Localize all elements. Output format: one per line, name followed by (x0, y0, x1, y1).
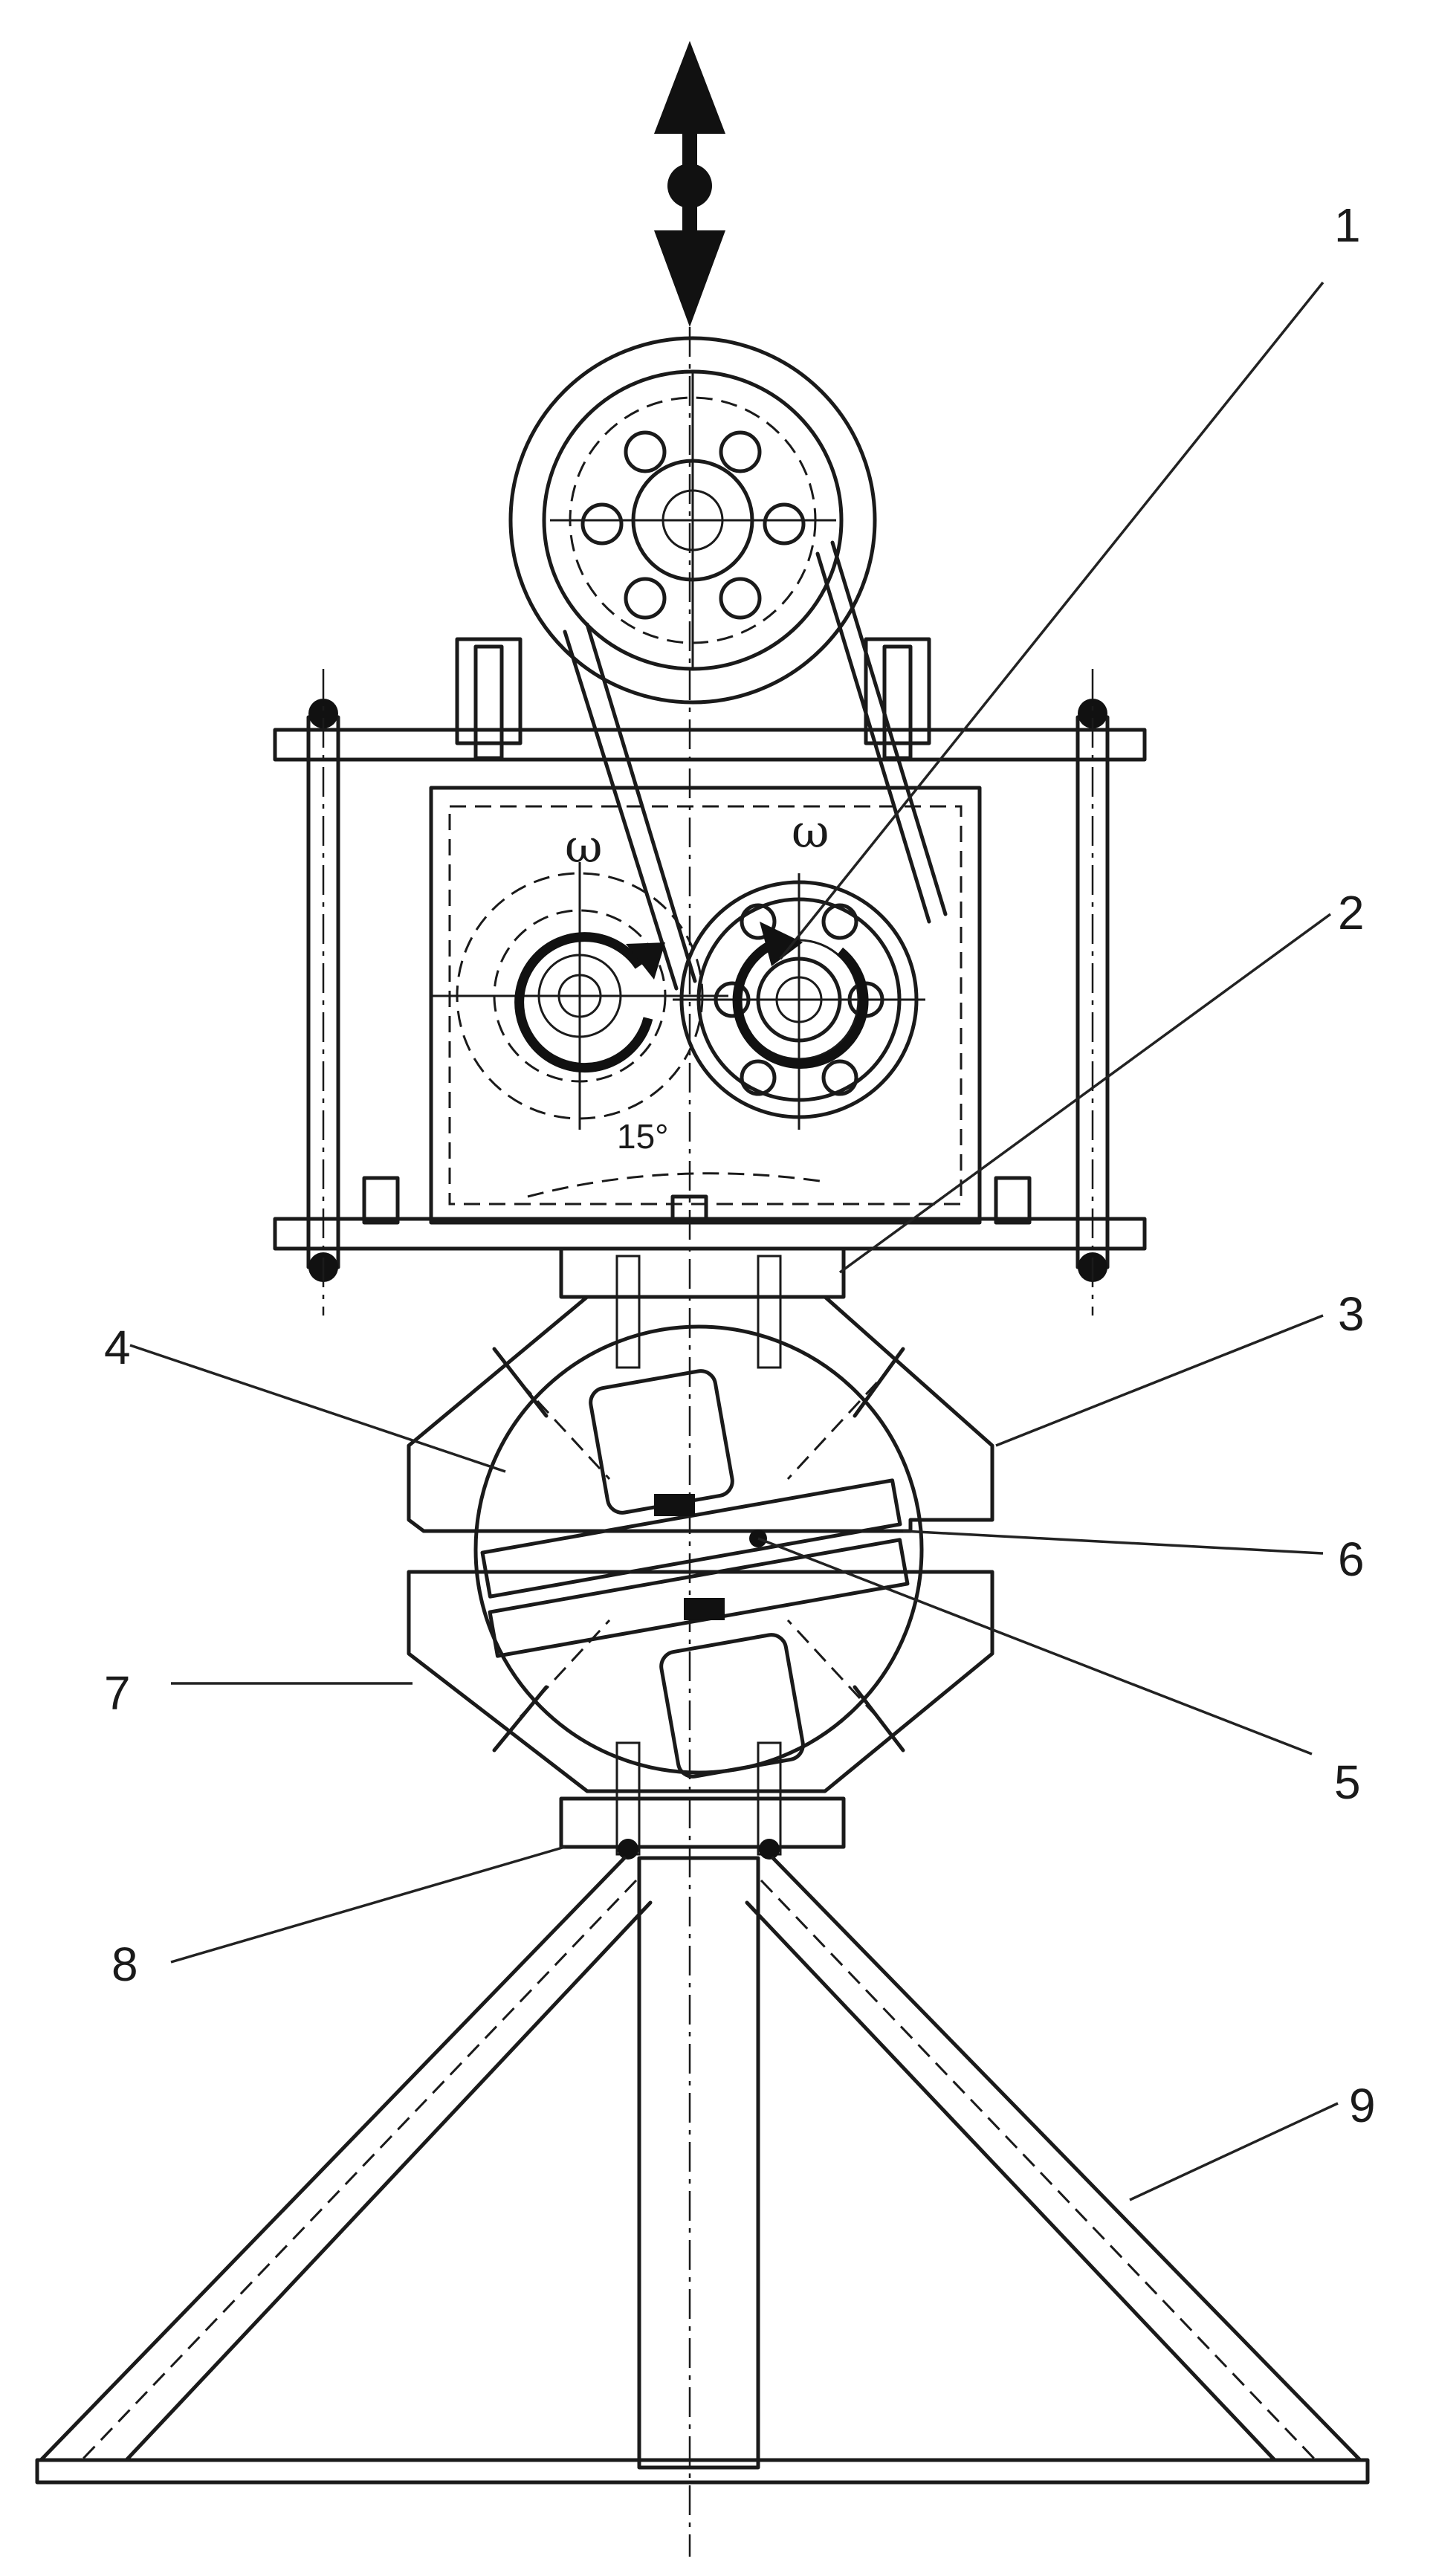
callout-5: 5 (1334, 1755, 1361, 1809)
left-roller-gear (431, 862, 728, 1130)
upper-flange (559, 1246, 846, 1299)
drive-pulley (508, 336, 877, 705)
lower-roller (488, 1538, 910, 1779)
callout-1: 1 (1334, 198, 1361, 252)
callout-4: 4 (104, 1321, 131, 1374)
omega-right-label: ω (792, 804, 829, 858)
callout-7: 7 (104, 1666, 131, 1720)
curved-arrow-icon (514, 932, 665, 1073)
omega-left-label: ω (565, 819, 603, 873)
pulley-bracket (455, 637, 931, 760)
roll-chamber (473, 1324, 924, 1775)
callout-8: 8 (111, 1938, 138, 1991)
angle-label: 15° (617, 1117, 669, 1156)
lower-flange (559, 1796, 846, 1849)
double-arrow-icon (654, 41, 725, 327)
upper-roller (480, 1369, 902, 1599)
callout-9: 9 (1349, 2079, 1376, 2132)
flange-bolts (615, 1741, 782, 1860)
roll-stand-body (407, 1295, 994, 1793)
frame-bolts (362, 1176, 1032, 1225)
angle-arc (527, 1172, 826, 1198)
flange-bolts (615, 1255, 782, 1369)
tie-rods (306, 669, 1110, 1315)
top-frame-plate (273, 728, 1147, 762)
leader-lines (129, 281, 1339, 2201)
right-roller-gear (673, 873, 925, 1130)
support-base (35, 1856, 1370, 2485)
workpiece (654, 1494, 767, 1620)
curved-arrow-icon (732, 922, 869, 1069)
radial-bolts (492, 1347, 905, 1753)
callout-2: 2 (1338, 886, 1365, 939)
callout-3: 3 (1338, 1287, 1365, 1341)
callout-6: 6 (1338, 1533, 1365, 1586)
